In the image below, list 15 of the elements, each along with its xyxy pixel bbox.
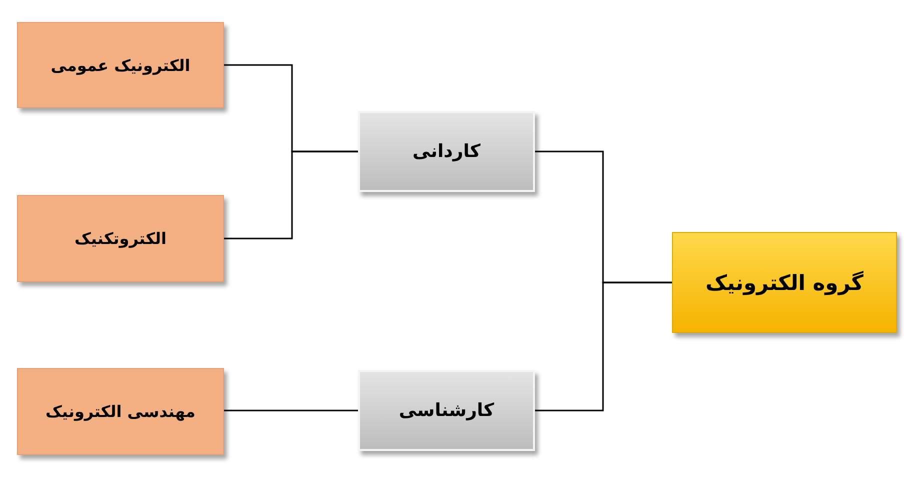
category-box: [17, 368, 224, 455]
connector-line: [535, 282, 672, 412]
category-box: [358, 370, 535, 451]
box-label: گروه الکترونیک: [706, 270, 864, 294]
connector-line: [224, 410, 358, 412]
box-label: کارشناسی: [398, 400, 494, 421]
box-label: الکتروتکنیک: [74, 229, 166, 248]
box-label: الکترونیک عمومی: [50, 56, 190, 74]
category-box: [358, 111, 535, 192]
category-box: [672, 232, 897, 333]
box-label: کاردانی: [412, 141, 480, 162]
connector-line: [224, 150, 358, 240]
category-box: [17, 195, 224, 282]
category-box: [17, 22, 224, 108]
box-label: مهندسی الکترونیک: [46, 402, 196, 421]
